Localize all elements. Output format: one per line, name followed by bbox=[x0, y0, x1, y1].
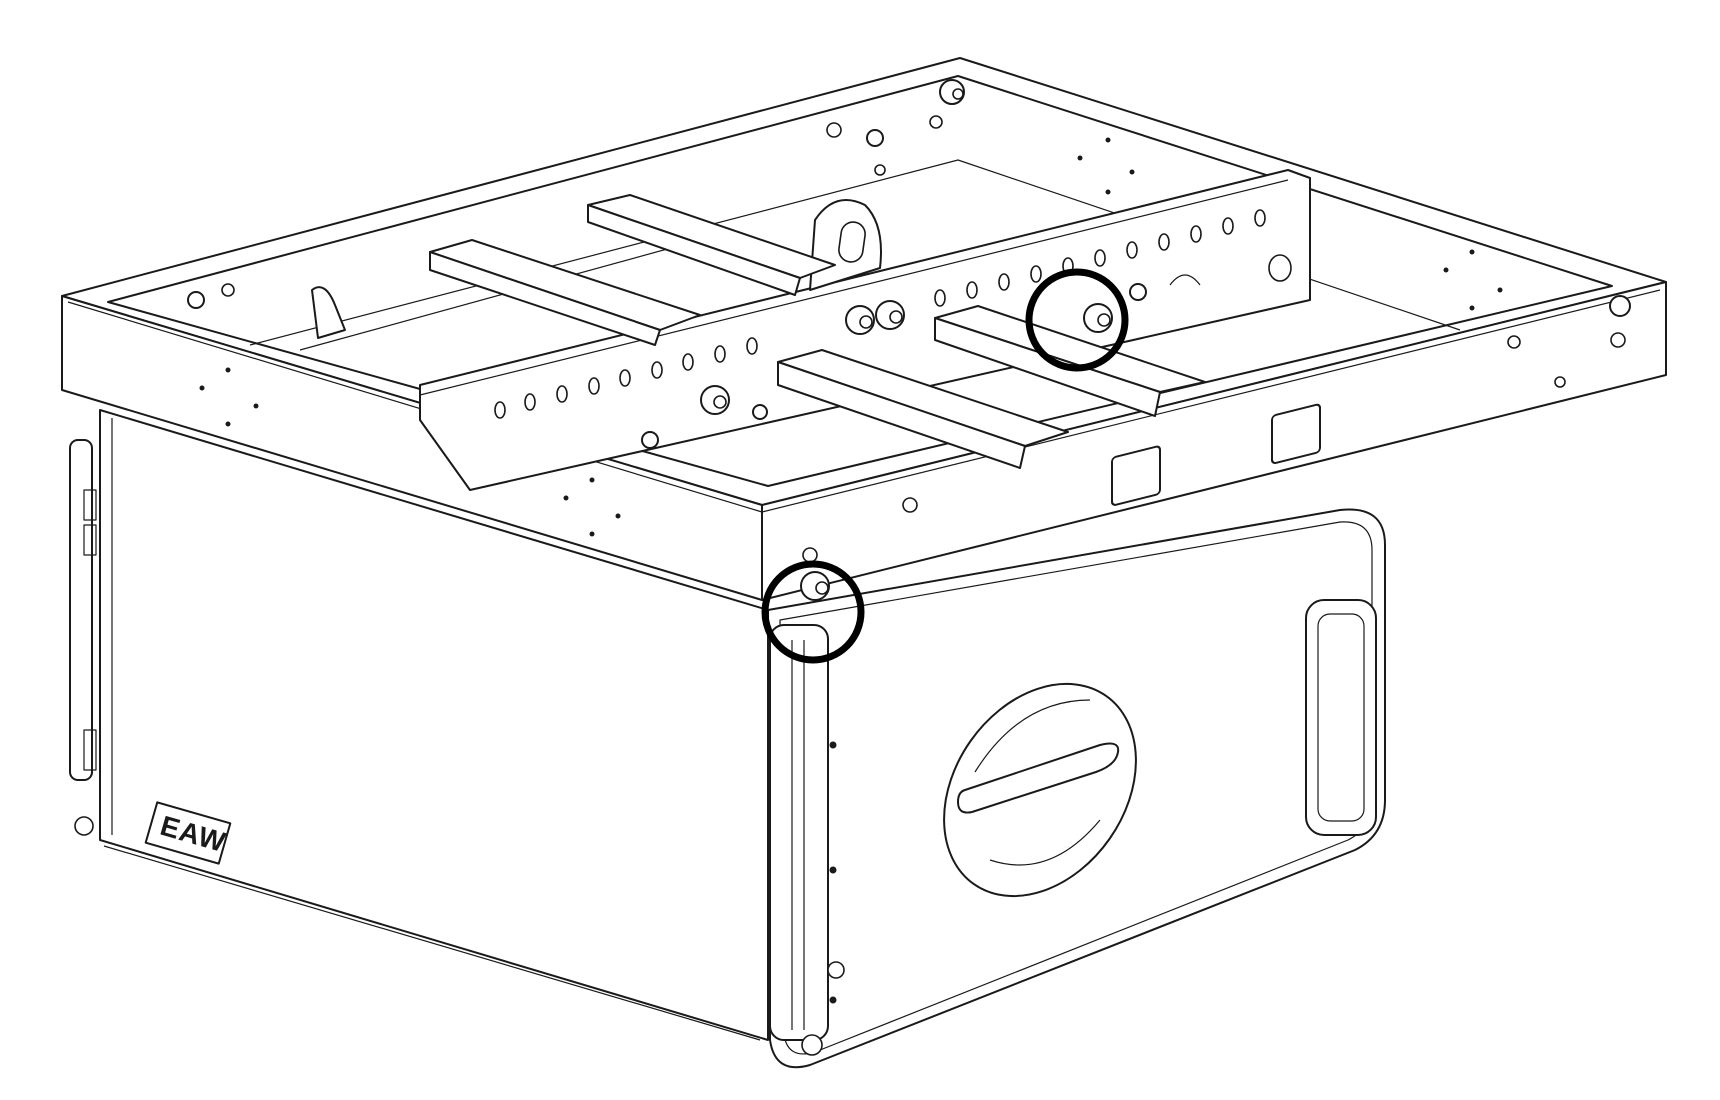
front-corner-pin bbox=[800, 547, 830, 601]
cabinet-round-grip bbox=[943, 682, 1137, 898]
rigging-frame bbox=[61, 57, 1667, 601]
cabinet-front-rail bbox=[769, 624, 829, 1041]
cabinet-left-side bbox=[99, 409, 769, 1041]
frame-dot-pattern bbox=[199, 137, 1503, 537]
frame-front-wall bbox=[761, 281, 1667, 601]
callout-circle-upper-rear-pin bbox=[1025, 268, 1129, 372]
callout-circle-front-corner-pin bbox=[761, 560, 865, 664]
spine-pins bbox=[641, 274, 1201, 449]
frame-slot-2 bbox=[1271, 403, 1321, 465]
cabinet-handle-vertical bbox=[1305, 599, 1377, 836]
frame-slot-1 bbox=[1111, 445, 1161, 506]
spine-hole-row bbox=[494, 209, 1292, 419]
speaker-cabinet bbox=[69, 409, 1386, 1069]
cabinet-left-rail bbox=[69, 439, 93, 781]
